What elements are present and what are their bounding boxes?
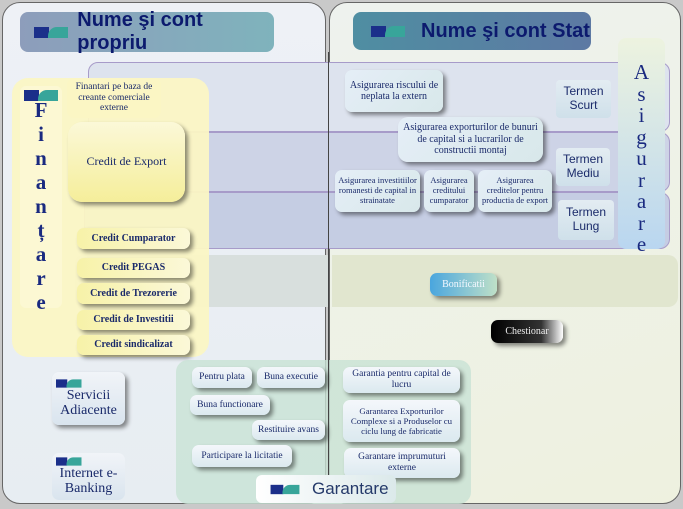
letter: s <box>637 81 646 106</box>
logo-icon <box>34 26 69 38</box>
garantie-buna-functionare-button[interactable]: Buna functionare <box>190 395 270 415</box>
credit-cumparator-button[interactable]: Credit Cumparator <box>77 228 190 249</box>
termen-lung-label[interactable]: Termen Lung <box>558 200 614 240</box>
divider <box>328 360 329 500</box>
asigurare-exporturi-capital-button[interactable]: Asigurarea exporturilor de bunuri de cap… <box>398 117 543 162</box>
garantie-pentru-plata-button[interactable]: Pentru plata <box>192 367 252 388</box>
asigurare-investitii-button[interactable]: Asigurarea investitiilor romanesti de ca… <box>335 170 420 212</box>
bonificatii-button[interactable]: Bonificatii <box>430 273 497 296</box>
logo-icon <box>56 379 82 388</box>
letter: e <box>36 290 46 314</box>
termen-mediu-label[interactable]: Termen Mediu <box>556 148 610 186</box>
internet-label: Internet e-Banking <box>59 466 118 496</box>
garantare-label: Garantare <box>312 479 389 498</box>
asigurare-credit-cumparator-button[interactable]: Asigurarea creditului cumparator <box>424 170 474 212</box>
credit-export-button[interactable]: Credit de Export <box>68 122 185 202</box>
letter: e <box>636 232 647 256</box>
band-bonificatii-right <box>332 255 678 307</box>
header-title: Nume şi cont Stat <box>421 19 590 42</box>
credit-investitii-button[interactable]: Credit de Investitii <box>77 310 190 330</box>
letter: A <box>633 60 650 84</box>
logo-icon <box>56 457 82 466</box>
letter: u <box>636 146 647 170</box>
internet-banking-button[interactable]: Internet e-Banking <box>52 453 125 500</box>
servicii-label: Servicii Adiacente <box>60 388 117 418</box>
letter: F <box>34 98 48 122</box>
letter: a <box>35 170 47 194</box>
header-state-account[interactable]: Nume şi cont Stat <box>353 12 591 50</box>
chestionar-button[interactable]: Chestionar <box>491 320 563 343</box>
letter: i <box>638 103 645 127</box>
letter: n <box>35 194 47 218</box>
letter: r <box>36 266 46 290</box>
asigurare-risc-neplata-button[interactable]: Asigurarea riscului de neplata la extern <box>345 70 443 112</box>
letter: r <box>638 167 645 192</box>
header-title: Nume şi cont propriu <box>77 9 203 54</box>
finantare-title[interactable]: F i n a n ț a r e <box>20 86 62 314</box>
garantarea-exporturilor-button[interactable]: Garantarea Exporturilor Complexe si a Pr… <box>343 400 460 442</box>
credit-sindicalizat-button[interactable]: Credit sindicalizat <box>77 335 190 355</box>
letter: r <box>638 210 645 235</box>
letter: a <box>636 189 647 213</box>
credit-trezorerie-button[interactable]: Credit de Trezorerie <box>77 283 190 304</box>
garantie-participare-licitatie-button[interactable]: Participare la licitatie <box>192 445 292 467</box>
credit-pegas-button[interactable]: Credit PEGAS <box>77 258 190 278</box>
asigurare-title[interactable]: A s i g u r a r e <box>618 38 665 255</box>
divider <box>328 52 329 500</box>
asigurare-credite-productie-button[interactable]: Asigurarea creditelor pentru productia d… <box>478 170 552 212</box>
termen-scurt-label[interactable]: Termen Scurt <box>556 80 611 118</box>
garantie-restituire-avans-button[interactable]: Restituire avans <box>252 420 325 440</box>
letter: a <box>35 242 47 266</box>
garantare-imprumuturi-button[interactable]: Garantare imprumuturi externe <box>344 448 460 478</box>
logo-icon <box>371 25 405 37</box>
letter: ț <box>37 218 45 242</box>
letter: n <box>35 146 47 170</box>
garantare-title[interactable]: Garantare <box>256 475 396 503</box>
garantia-capital-lucru-button[interactable]: Garantia pentru capital de lucru <box>343 367 460 393</box>
finantari-creante-button[interactable]: Finantari pe baza de creante comerciale … <box>67 78 161 118</box>
garantie-buna-executie-button[interactable]: Buna executie <box>257 367 325 388</box>
servicii-adiacente-button[interactable]: Servicii Adiacente <box>52 372 125 425</box>
header-own-account[interactable]: Nume şi cont propriu <box>20 9 274 54</box>
logo-icon <box>270 484 300 494</box>
letter: g <box>636 124 647 149</box>
letter: i <box>38 122 44 146</box>
